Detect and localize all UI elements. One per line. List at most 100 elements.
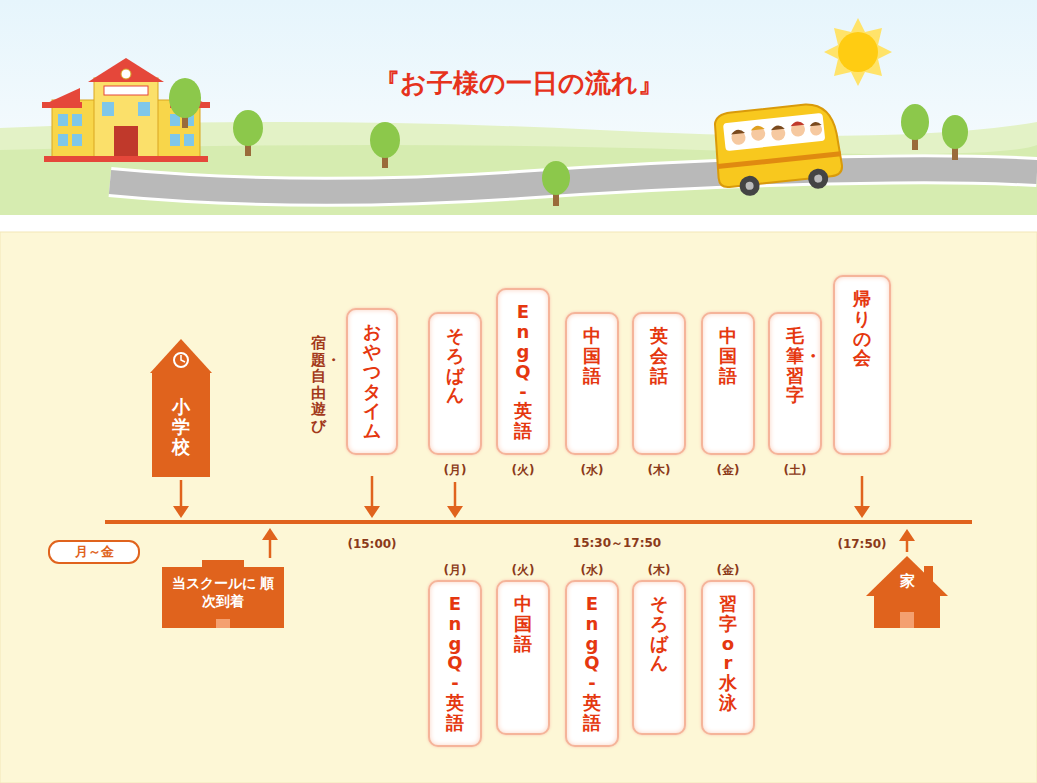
activity-box: 習字or水泳 <box>701 580 755 735</box>
rect-shape <box>184 134 194 146</box>
arrow-head <box>854 506 870 518</box>
weekday-label: (水) <box>581 462 604 479</box>
rect-shape <box>114 126 138 158</box>
arrow-head <box>173 506 189 518</box>
home-house: 家 <box>866 552 948 628</box>
time-label: 15:30～17:50 <box>573 535 661 552</box>
path-shape <box>771 125 785 130</box>
activity-label: 中国語 <box>719 326 737 385</box>
activity-box: 中国語 <box>496 580 550 735</box>
building-body <box>162 567 284 628</box>
rect-shape <box>72 134 82 146</box>
g-shape <box>542 161 570 206</box>
g-shape <box>370 122 400 168</box>
activity-box: EngQ-英語 <box>496 288 550 455</box>
weekday-label: (土) <box>784 462 807 479</box>
ellipse-shape <box>942 115 968 149</box>
circle-shape <box>838 32 878 72</box>
activity-box: 帰りの会 <box>833 275 891 455</box>
clock-hands <box>181 355 185 362</box>
activity-box: 中国語 <box>565 312 619 455</box>
node-label: 家 <box>900 572 915 591</box>
activity-box: そろばん <box>632 580 686 735</box>
activity-label: EngQ-英語 <box>583 594 601 733</box>
polygon-shape <box>45 88 80 104</box>
g-shape <box>233 110 263 156</box>
circle-shape <box>771 126 786 141</box>
g-shape <box>942 115 968 160</box>
ellipse-shape <box>542 161 570 195</box>
arrow-head <box>447 506 463 518</box>
roof <box>866 556 948 596</box>
rect-shape <box>170 134 180 146</box>
weekday-label: (月) <box>444 462 467 479</box>
weekday-label: (火) <box>512 562 535 579</box>
road <box>110 169 1037 191</box>
time-label: (17:50) <box>837 537 886 551</box>
activity-box: 英会話 <box>632 312 686 455</box>
clock <box>174 353 188 367</box>
rect-shape <box>72 114 82 126</box>
circle-shape <box>121 69 131 79</box>
rect-shape <box>58 114 68 126</box>
bus <box>712 101 844 198</box>
arrival-building: 当スクールに 順次到着 <box>162 560 284 628</box>
road-edge <box>110 169 1037 191</box>
weekday-label: (金) <box>717 462 740 479</box>
arrow-line <box>269 538 272 558</box>
activity-label: そろばん <box>650 594 668 673</box>
g-shape <box>901 104 929 150</box>
path-shape <box>790 121 804 126</box>
weekday-label: (月) <box>444 562 467 579</box>
sun <box>824 18 892 86</box>
arrow-line <box>371 476 374 508</box>
arrow-line <box>861 476 864 508</box>
ellipse-shape <box>901 104 929 140</box>
time-label: (15:00) <box>347 537 396 551</box>
activity-box: おやつタイム <box>346 308 398 455</box>
activity-label: 中国語 <box>514 594 532 653</box>
activity-box: 毛筆・習字 <box>768 312 822 455</box>
activity-note: 宿題・自由遊び <box>311 335 326 434</box>
path-shape <box>731 129 745 134</box>
polygon-shape <box>824 18 892 86</box>
sky <box>0 0 1037 215</box>
rect-shape <box>102 102 114 116</box>
days-badge: 月～金 <box>48 540 140 564</box>
activity-label: 毛筆・習字 <box>786 326 804 405</box>
roof <box>202 560 244 568</box>
activity-label: EngQ-英語 <box>514 302 532 441</box>
activity-box: 中国語 <box>701 312 755 455</box>
days-label: 月～金 <box>75 543 114 561</box>
activity-box: そろばん <box>428 312 482 455</box>
circle-shape <box>807 168 829 190</box>
weekday-label: (木) <box>648 562 671 579</box>
house-body <box>874 594 940 628</box>
ellipse-shape <box>169 78 201 118</box>
activity-label: 英会話 <box>650 326 668 385</box>
rect-shape <box>42 102 82 108</box>
weekday-label: (木) <box>648 462 671 479</box>
rect-shape <box>58 134 68 146</box>
arrow-head <box>899 529 915 541</box>
node-label: 小学校 <box>172 397 190 456</box>
path-shape <box>809 122 821 127</box>
door <box>216 619 230 628</box>
circle-shape <box>739 175 761 197</box>
activity-label: おやつタイム <box>363 322 381 441</box>
weekday-label: (火) <box>512 462 535 479</box>
arrow-line <box>180 480 183 508</box>
weekday-label: (金) <box>717 562 740 579</box>
circle-shape <box>731 130 746 145</box>
activity-label: 習字or水泳 <box>719 594 737 713</box>
school-illustration <box>42 58 210 162</box>
arrow-head <box>364 506 380 518</box>
circle-shape <box>751 126 766 141</box>
rect-shape <box>723 113 825 151</box>
door <box>900 612 914 628</box>
arrow-line <box>454 482 457 508</box>
school-building: 小学校 <box>148 335 214 477</box>
activity-label: EngQ-英語 <box>446 594 464 733</box>
rect-shape <box>44 156 208 162</box>
